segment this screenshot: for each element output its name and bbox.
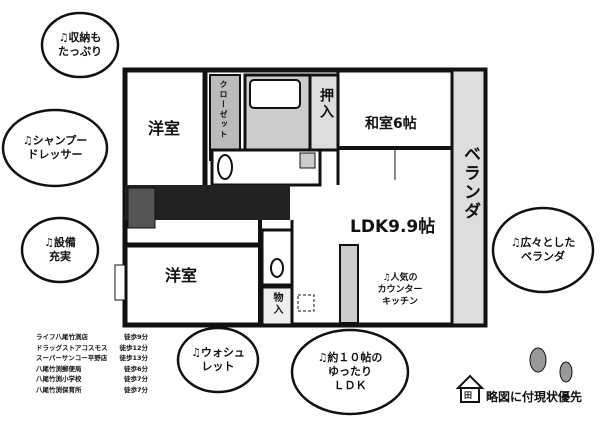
facility-time: 徒歩9分 <box>123 333 148 341</box>
room-ldk: LDK9.9帖 <box>350 217 436 237</box>
toilet <box>260 228 294 287</box>
washbasin <box>217 154 233 180</box>
facility-item: ドラッグストアコスモス 徒歩12分 <box>36 343 148 354</box>
footer-note: 略図に付現状優先 <box>486 390 583 404</box>
toilet-icon <box>270 258 284 278</box>
bubble-storage <box>40 11 120 79</box>
storage-area <box>260 285 294 327</box>
washing-machine <box>299 152 316 169</box>
facility-time: 徒歩12分 <box>119 343 148 352</box>
bubble-washlet <box>176 326 260 394</box>
bubble-storage-text: ♫収納もたっぷり <box>44 18 116 72</box>
bubble-line: ♫収納も <box>58 31 102 44</box>
facility-name: 八尾竹渕郵便局 <box>36 364 82 373</box>
bubble-washlet-text: ♫ウォシュレット <box>180 338 256 382</box>
leaf-icon <box>529 347 573 383</box>
bubble-equipment-text: ♫設備充実 <box>25 228 95 272</box>
facility-item: スーパーサンコー平野店 徒歩13分 <box>36 353 148 364</box>
veranda-area <box>450 68 487 327</box>
facility-item: 八尾竹渕小学校 徒歩7分 <box>36 374 148 385</box>
bubble-line: ♫約１０帖の <box>317 351 383 364</box>
house-icon <box>455 374 485 389</box>
facility-name: 八尾竹渕保育所 <box>36 385 82 394</box>
bubble-line: ♫広々とした <box>510 236 576 249</box>
facility-time: 徒歩7分 <box>123 375 148 383</box>
room-western-1: 洋室 <box>148 119 181 138</box>
bubble-line: カウンター <box>377 285 423 295</box>
facility-item: 八尾竹渕保育所 徒歩7分 <box>36 385 148 396</box>
room-storage: 物入 <box>271 292 282 316</box>
facility-time: 徒歩13分 <box>119 354 148 362</box>
bathtub <box>249 79 301 109</box>
facility-name: ドラッグストアコスモス <box>36 343 108 352</box>
room-closet: クローゼット <box>219 80 228 140</box>
nearby-facilities-list: ライフ八尾竹渕店 徒歩9分 ドラッグストアコスモス 徒歩12分 スーパーサンコー平野… <box>36 332 148 395</box>
closet-area <box>209 74 241 161</box>
bubble-line: レット <box>201 360 235 373</box>
bubble-line: ゆったり <box>328 365 372 378</box>
bubble-veranda <box>491 206 595 294</box>
facility-time: 徒歩7分 <box>123 385 148 394</box>
bubble-line: ドレッサー <box>27 148 83 161</box>
bubble-line: たっぷり <box>58 45 102 58</box>
bubble-shampoo-text: ♫シャンプードレッサー <box>5 125 105 171</box>
entrance <box>127 187 156 229</box>
bubble-counter-text: ♫人気のカウンターキッチン <box>360 262 440 318</box>
facility-item: ライフ八尾竹渕店 徒歩9分 <box>36 332 148 343</box>
facility-item: 八尾竹渕郵便局 徒歩6分 <box>36 364 148 375</box>
bubble-line: ♫人気の <box>382 273 418 283</box>
bubble-shampoo <box>1 108 109 188</box>
bubble-veranda-text: ♫広々としたベランダ <box>495 228 591 272</box>
room-veranda: ベランダ <box>460 145 480 221</box>
bubble-line: キッチン <box>381 297 418 307</box>
bubble-line: ♫設備 <box>44 236 76 249</box>
bubble-line: ♫シャンプー <box>22 134 88 147</box>
facility-name: 八尾竹渕小学校 <box>36 375 82 383</box>
facility-name: ライフ八尾竹渕店 <box>36 333 88 341</box>
room-western-2: 洋室 <box>165 266 198 285</box>
bubble-line: ベランダ <box>521 250 565 263</box>
house-label: 田 <box>464 391 472 400</box>
bubble-line: ＬＤＫ <box>333 379 367 392</box>
bubble-equipment <box>20 216 100 284</box>
bubble-line: ♫ウォシュ <box>191 346 245 359</box>
bubble-ldk <box>290 328 410 416</box>
facility-name: スーパーサンコー平野店 <box>36 354 108 362</box>
room-oshiire: 押入 <box>318 88 334 120</box>
kitchen-counter <box>339 244 359 324</box>
room-japanese: 和室6帖 <box>365 116 417 132</box>
facility-time: 徒歩6分 <box>123 364 148 373</box>
bubble-line: 充実 <box>49 250 71 263</box>
